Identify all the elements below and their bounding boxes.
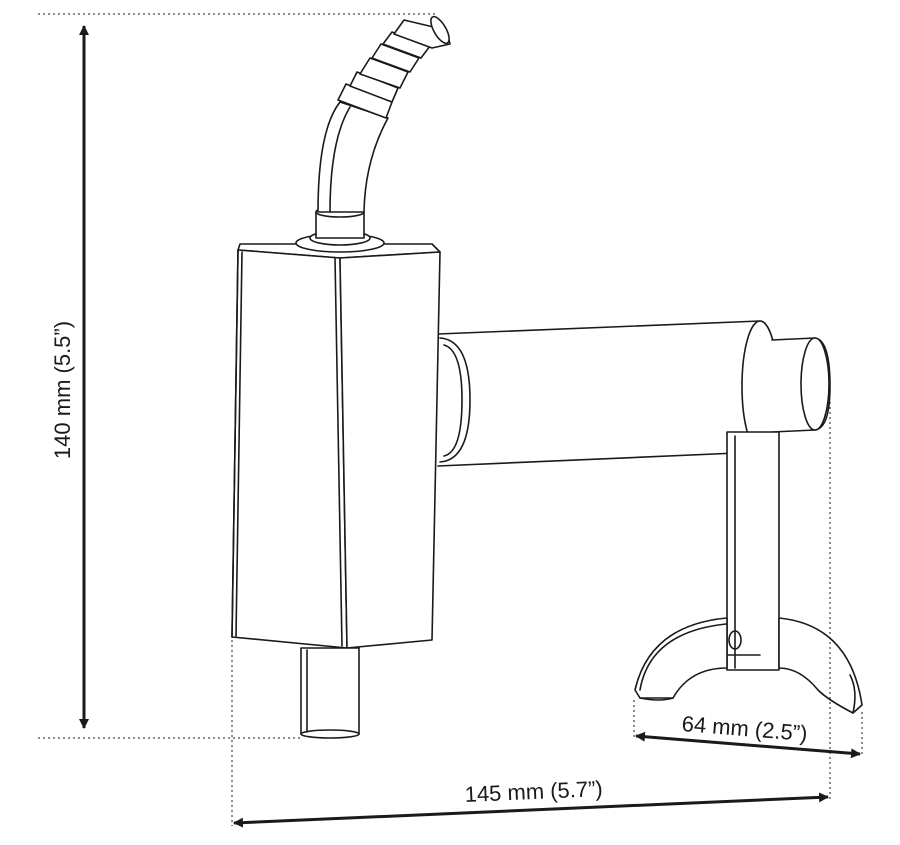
- bent-tube: [317, 101, 389, 213]
- support-post: [726, 431, 780, 671]
- width-dimension-line: [233, 792, 829, 828]
- saddle-foot: [634, 617, 863, 714]
- main-housing: [231, 243, 441, 649]
- height-label: 140 mm (5.5”): [50, 321, 75, 459]
- top-fitting: [295, 206, 385, 253]
- base-dimension-line: [635, 731, 861, 759]
- width-label: 145 mm (5.7”): [464, 776, 603, 807]
- hose-barb: [337, 15, 451, 119]
- end-cap: [771, 337, 831, 433]
- bottom-outlet: [300, 647, 360, 739]
- horizontal-cylinder: [437, 320, 779, 467]
